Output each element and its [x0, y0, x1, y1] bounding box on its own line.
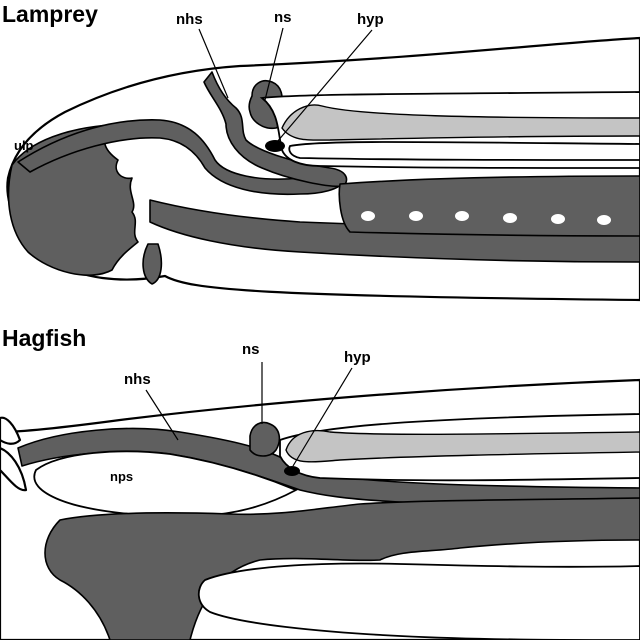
- lamprey-notochord-pore: [409, 211, 423, 221]
- hagfish-label-ns: ns: [242, 341, 260, 358]
- lamprey-cranial-cavity: [288, 141, 640, 161]
- hagfish-label-nhs: nhs: [124, 371, 151, 388]
- lamprey-label-ulp: ulp: [14, 138, 34, 153]
- lamprey-trunk-dark: [338, 175, 640, 237]
- lamprey-brain: [281, 104, 640, 141]
- lamprey-hypophysis: [265, 140, 285, 152]
- lamprey-label-ns: ns: [274, 9, 292, 26]
- hagfish-nasopharyngeal-sac: [33, 450, 299, 518]
- lamprey-panel: Lamprey nhs ns hyp ulp: [2, 1, 640, 302]
- lamprey-leader-hyp: [276, 29, 373, 143]
- hagfish-barbel: [0, 416, 22, 445]
- hagfish-leader-hyp: [292, 367, 353, 467]
- lamprey-leader-ns: [264, 27, 284, 101]
- hagfish-panel: Hagfish nhs ns hyp nps: [0, 325, 640, 640]
- lamprey-label-hyp: hyp: [357, 11, 384, 28]
- lamprey-nasohypophyseal-tube: [203, 71, 348, 188]
- hagfish-hypophysis: [284, 466, 300, 476]
- lamprey-title: Lamprey: [2, 1, 98, 27]
- lamprey-notochord-pore: [503, 213, 517, 223]
- hagfish-brain: [285, 429, 640, 463]
- lamprey-leader-nhs: [198, 28, 229, 99]
- hagfish-label-hyp: hyp: [344, 349, 371, 366]
- hagfish-barbel: [0, 446, 28, 492]
- hagfish-label-nps: nps: [110, 469, 133, 484]
- lamprey-notochord-pore: [361, 211, 375, 221]
- lamprey-label-nhs: nhs: [176, 11, 203, 28]
- lamprey-oral-lobe: [142, 243, 163, 285]
- hagfish-ventral-mass: [44, 497, 640, 640]
- hagfish-nasal-sac: [249, 421, 281, 457]
- hagfish-title: Hagfish: [2, 325, 86, 351]
- hagfish-leader-nhs: [145, 389, 179, 441]
- lamprey-notochord-pore: [597, 215, 611, 225]
- lamprey-notochord-pore: [551, 214, 565, 224]
- lamprey-notochord-pore: [455, 211, 469, 221]
